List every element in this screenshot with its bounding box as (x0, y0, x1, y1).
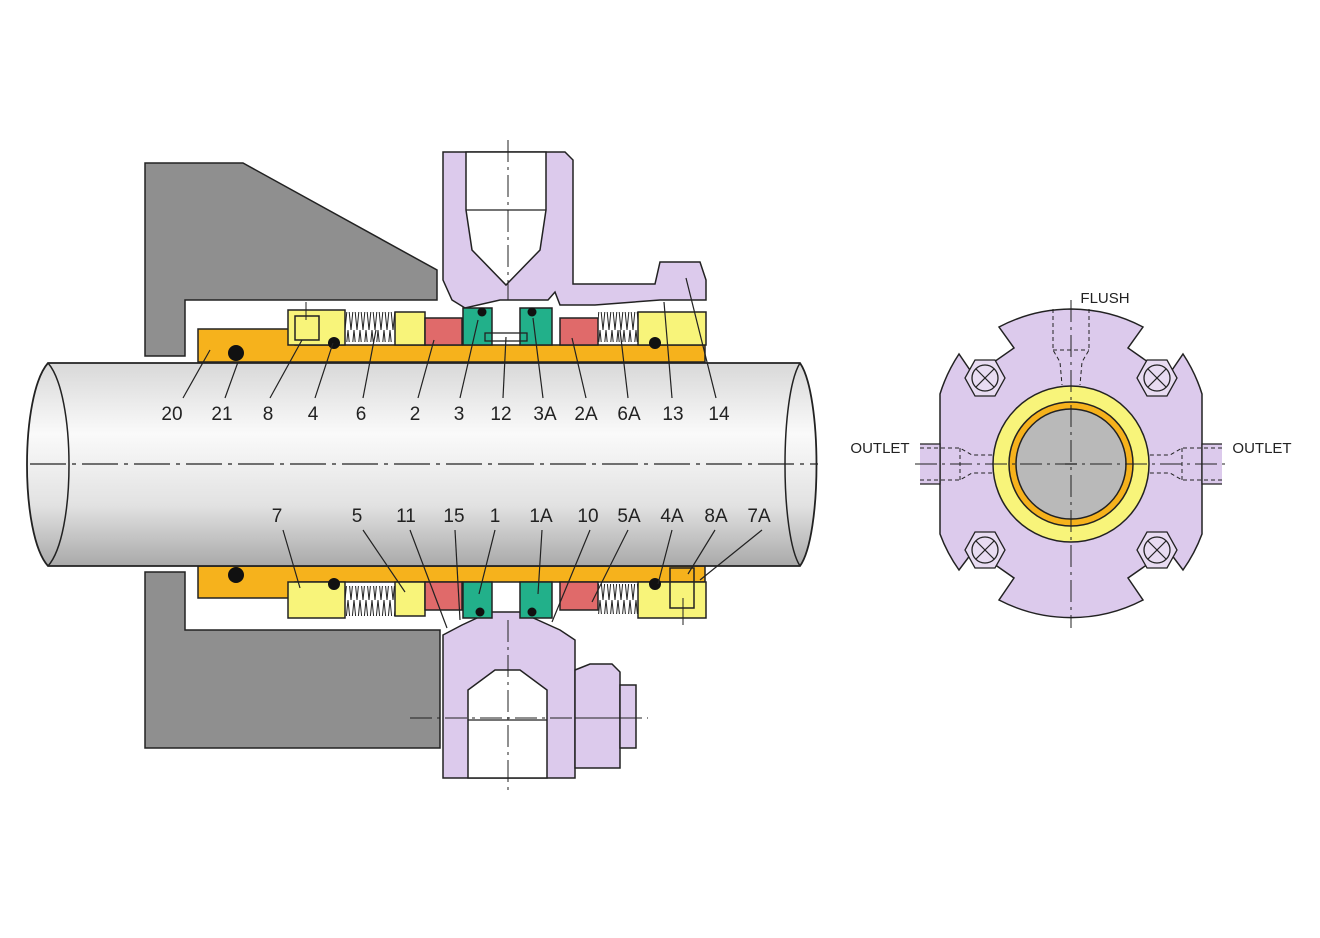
top-part-labels: 20 21 8 4 6 2 3 12 3A 2A 6A 13 14 (161, 404, 730, 425)
bolt-bottom-left (964, 531, 1006, 569)
label-12: 12 (490, 404, 511, 425)
ring-1A (519, 581, 553, 619)
collar-8 (287, 309, 346, 346)
bolt-top-right (1136, 359, 1178, 397)
seat-1-lower (424, 581, 463, 611)
label-3A: 3A (533, 404, 557, 425)
pump-housing-lower (144, 571, 441, 749)
collar-13 (637, 311, 707, 346)
label-2A: 2A (574, 404, 598, 425)
collar-7A (637, 581, 707, 619)
outlet-left-label: OUTLET (850, 440, 909, 457)
label-20: 20 (161, 404, 182, 425)
label-5A: 5A (617, 506, 641, 527)
spring-6 (345, 312, 395, 342)
gland-lower-port (467, 669, 548, 779)
label-6A: 6A (617, 404, 641, 425)
bottom-part-labels: 7 5 11 15 1 1A 10 5A 4A 8A 7A (272, 506, 771, 527)
seat-2 (424, 317, 463, 346)
oring-21 (228, 345, 244, 361)
spring-5A (598, 584, 638, 614)
set-screw-8A (669, 567, 695, 609)
label-13: 13 (662, 404, 683, 425)
flush-label: FLUSH (1080, 290, 1129, 307)
label-14: 14 (708, 404, 730, 425)
end-view: FLUSH OUTLET OUTLET (850, 290, 1292, 628)
outlet-right-label: OUTLET (1232, 440, 1291, 457)
label-7: 7 (272, 506, 283, 527)
ring-3 (462, 307, 493, 346)
bolt-top-left (964, 359, 1006, 397)
label-2: 2 (410, 404, 421, 425)
label-3: 3 (454, 404, 465, 425)
drain-plug-head (619, 684, 637, 749)
retainer-upper (394, 311, 426, 346)
spring-6A (598, 312, 638, 342)
bolt-bottom-right (1136, 531, 1178, 569)
label-4: 4 (308, 404, 319, 425)
label-15: 15 (443, 506, 464, 527)
drain-plug (574, 663, 621, 769)
label-6: 6 (356, 404, 367, 425)
label-8: 8 (263, 404, 274, 425)
label-5: 5 (352, 506, 363, 527)
gland-port (465, 151, 547, 287)
oring-21-lower (228, 567, 244, 583)
collar-7 (287, 581, 346, 619)
label-8A: 8A (704, 506, 728, 527)
label-4A: 4A (660, 506, 684, 527)
seat-2A (559, 317, 599, 346)
pump-housing-upper (144, 162, 438, 357)
label-1: 1 (490, 506, 501, 527)
label-1A: 1A (529, 506, 553, 527)
leader-lines (182, 277, 763, 629)
set-screw-8 (294, 315, 320, 341)
label-11: 11 (396, 506, 416, 527)
spring-5 (345, 586, 395, 616)
label-10: 10 (577, 506, 598, 527)
seat-1A-lower (559, 581, 599, 611)
retainer-lower (394, 581, 426, 617)
label-21: 21 (211, 404, 232, 425)
label-7A: 7A (747, 506, 771, 527)
